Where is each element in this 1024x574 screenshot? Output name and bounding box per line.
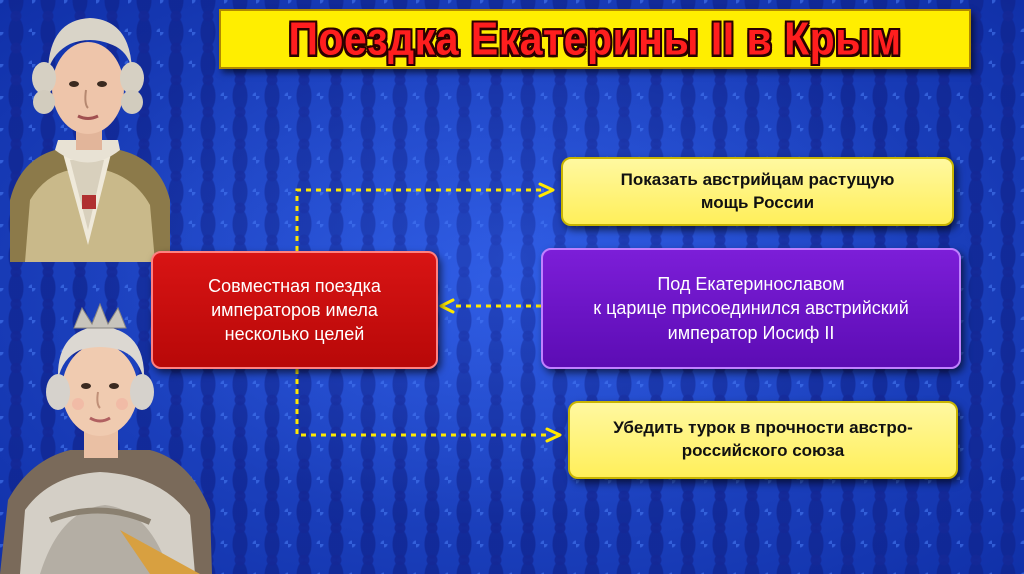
slide-title: Поездка Екатерины II в Крым [288,12,902,65]
joseph-info-line: Под Екатеринославом [657,274,845,295]
central-line: Совместная поездка [208,275,381,296]
joseph-info-box: Под Екатеринославом к царице присоединил… [541,248,961,369]
central-line: несколько целей [224,324,365,345]
joseph-info-line: к царице присоединился австрийский [593,298,909,319]
goal-bottom-text: Убедить турок в прочности австро- россий… [613,417,913,463]
goal-bottom-line: Убедить турок в прочности австро- [613,418,913,438]
connector-to-bottom-goal [295,369,551,437]
arrowhead-central [439,298,455,314]
goal-bottom-line: российского союза [681,441,845,460]
central-text: Совместная поездка императоров имела нес… [208,274,381,347]
connector-to-top-goal [295,188,544,251]
title-bar: Поездка Екатерины II в Крым [219,9,971,69]
goal-top-text: Показать австрийцам растущую мощь России [621,169,895,215]
arrowhead-top [538,182,555,198]
goal-top-line: мощь России [700,192,815,212]
central-line: императоров имела [211,299,378,320]
joseph-info-text: Под Екатеринославом к царице присоединил… [593,272,909,345]
goal-box-bottom: Убедить турок в прочности австро- россий… [568,401,958,479]
joseph-info-line: император Иосиф II [667,322,835,343]
goal-box-top: Показать австрийцам растущую мощь России [561,157,954,226]
arrowhead-bottom [545,427,562,443]
central-box: Совместная поездка императоров имела нес… [151,251,438,369]
portrait-joseph-ii [10,18,170,262]
portrait-catherine-ii [0,302,212,574]
goal-top-line: Показать австрийцам растущую [620,169,895,189]
